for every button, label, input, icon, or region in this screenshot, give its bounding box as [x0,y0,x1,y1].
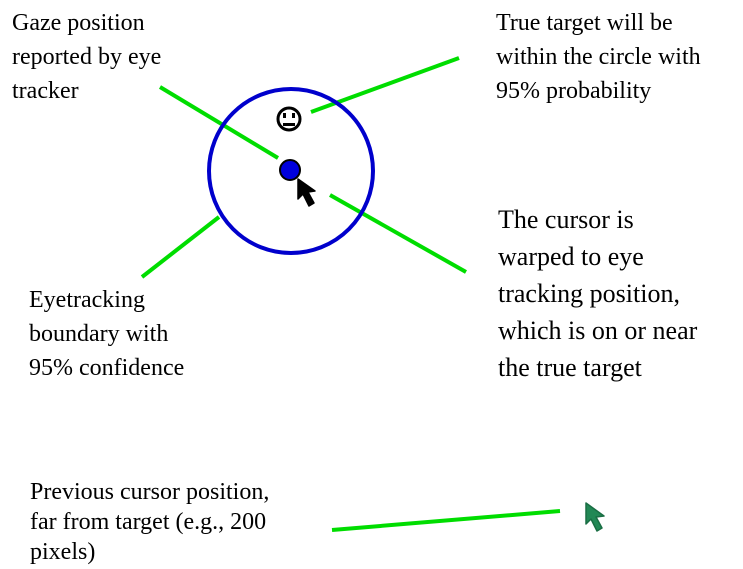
gaze-label-line: reported by eye [12,44,162,70]
target-label-line: True target will be [496,10,673,36]
previous-label-line: pixels) [30,539,96,565]
cursor-label-line: tracking position, [498,279,680,308]
boundary-label-line: 95% confidence [29,355,185,381]
boundary-label-line: Eyetracking [29,287,145,313]
previous-cursor-icon [585,502,605,532]
previous-label-line: Previous cursor position, [30,479,270,505]
current-cursor-icon [297,178,316,207]
connector-previous-line [331,509,561,532]
target-label-line: within the circle with [496,44,701,70]
connector-gaze-line [158,85,280,160]
target-label-line: 95% probability [496,78,652,104]
cursor-warp-label: The cursor is warped to eye tracking pos… [498,201,697,386]
connector-cursor-line [329,193,467,274]
cursor-label-line: The cursor is [498,205,634,234]
cursor-label-line: warped to eye [498,242,644,271]
gaze-position-dot [279,159,301,181]
gaze-label-line: Gaze position [12,10,145,36]
smiley-face-icon [276,106,302,132]
cursor-label-line: the true target [498,353,642,382]
connector-boundary-line [140,215,221,279]
previous-cursor-label: Previous cursor position, far from targe… [30,477,269,567]
eyetracking-boundary-label: Eyetracking boundary with 95% confidence [29,283,184,385]
true-target-label: True target will be within the circle wi… [496,6,701,108]
eyetracking-boundary-circle [207,87,375,255]
cursor-label-line: which is on or near [498,316,698,345]
boundary-label-line: boundary with [29,321,169,347]
connector-target-line [310,56,460,114]
gaze-position-label: Gaze position reported by eye tracker [12,6,161,108]
previous-label-line: far from target (e.g., 200 [30,509,267,535]
gaze-label-line: tracker [12,78,79,104]
